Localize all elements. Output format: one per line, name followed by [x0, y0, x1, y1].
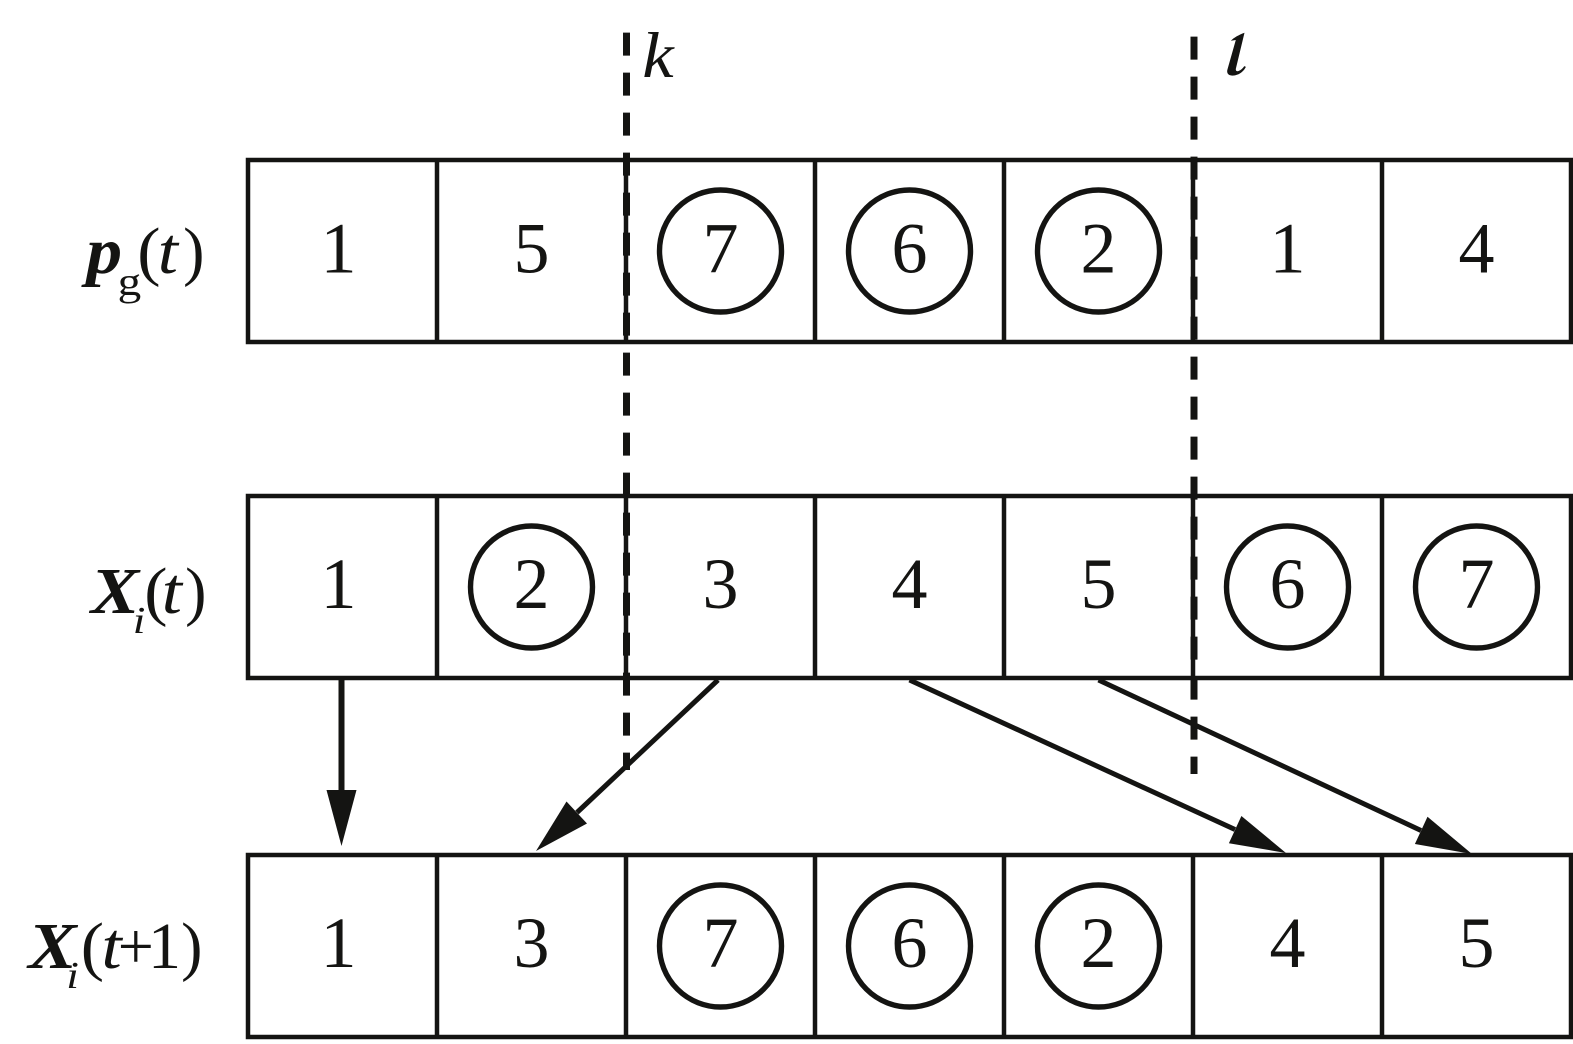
svg-text:(: (: [137, 214, 160, 288]
svg-text:6: 6: [892, 209, 928, 289]
svg-text:t: t: [102, 910, 124, 983]
svg-text:X: X: [89, 555, 141, 628]
svg-text:): ): [181, 910, 202, 983]
svg-text:1: 1: [1270, 209, 1306, 289]
svg-text:4: 4: [1270, 903, 1306, 983]
svg-text:3: 3: [703, 544, 739, 624]
svg-text:4: 4: [1459, 209, 1495, 289]
svg-text:(: (: [81, 909, 104, 983]
svg-text:+: +: [118, 910, 154, 983]
svg-text:6: 6: [1270, 544, 1306, 624]
svg-text:t: t: [162, 555, 184, 628]
svg-text:4: 4: [892, 544, 928, 624]
svg-text:k: k: [642, 19, 675, 92]
svg-text:6: 6: [892, 903, 928, 983]
svg-text:): ): [183, 215, 204, 288]
svg-text:i: i: [133, 600, 146, 642]
svg-text:(: (: [144, 554, 167, 628]
svg-text:g: g: [118, 260, 142, 304]
svg-text:5: 5: [514, 209, 550, 289]
svg-text:): ): [185, 555, 206, 628]
svg-text:2: 2: [1081, 209, 1117, 289]
svg-text:t: t: [158, 215, 180, 288]
svg-text:X: X: [26, 910, 78, 983]
svg-text:1: 1: [321, 544, 357, 624]
svg-text:7: 7: [703, 903, 739, 983]
svg-text:p: p: [81, 214, 122, 287]
svg-text:7: 7: [703, 209, 739, 289]
svg-text:2: 2: [1081, 903, 1117, 983]
svg-text:1: 1: [321, 209, 357, 289]
svg-text:7: 7: [1459, 544, 1495, 624]
svg-text:5: 5: [1081, 544, 1117, 624]
svg-text:i: i: [66, 955, 79, 997]
svg-text:1: 1: [321, 903, 357, 983]
svg-text:3: 3: [514, 903, 550, 983]
svg-text:2: 2: [514, 544, 550, 624]
svg-text:5: 5: [1459, 903, 1495, 983]
svg-text:1: 1: [148, 910, 181, 983]
